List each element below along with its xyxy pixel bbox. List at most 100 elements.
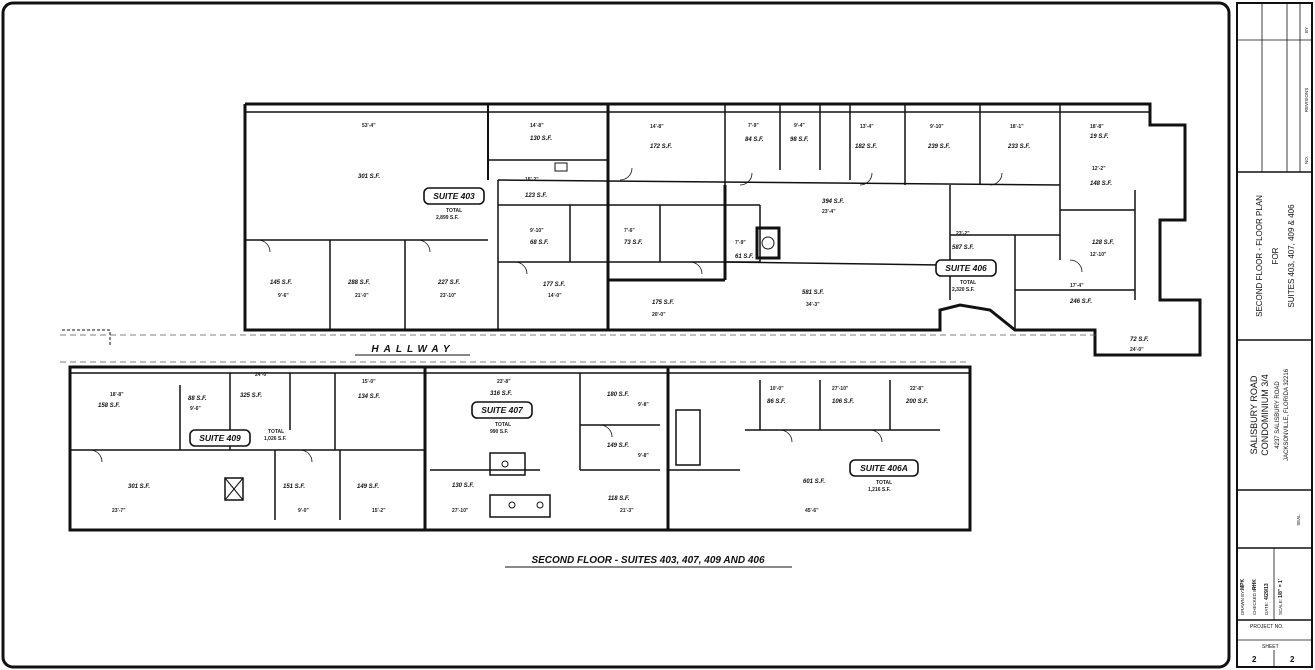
room-dimension: 15'-0" bbox=[362, 379, 376, 385]
room-dimension: 34'-3" bbox=[806, 302, 820, 308]
suite-label: TOTAL bbox=[960, 280, 976, 286]
lower-floor-plan bbox=[68, 365, 972, 532]
project-name: SALISBURY ROAD bbox=[1249, 375, 1259, 454]
room-area: 149 S.F. bbox=[607, 443, 629, 449]
room-dimension: 17'-4" bbox=[1070, 283, 1084, 289]
room-dimension: 23'-4" bbox=[822, 209, 836, 215]
plan-label: SECOND FLOOR - SUITES 403, 407, 409 AND … bbox=[531, 555, 764, 566]
room-area: 98 S.F. bbox=[790, 137, 809, 143]
suite-label: 2,320 S.F. bbox=[952, 287, 975, 293]
title-block-text: CHECKED BY: bbox=[1252, 585, 1257, 615]
room-area: 118 S.F. bbox=[608, 496, 630, 502]
suite-label: 990 S.F. bbox=[490, 429, 509, 435]
title-block-text: BY bbox=[1304, 27, 1309, 33]
title-block-text: JACKSONVILLE, FLORIDA 32216 bbox=[1284, 368, 1290, 461]
room-area: 130 S.F. bbox=[452, 483, 474, 489]
room-dimension: 9'-10" bbox=[930, 124, 944, 130]
elevator-shaft bbox=[224, 477, 244, 501]
room-dimension: 23'-7" bbox=[112, 508, 126, 514]
suite-label: SUITE 409 bbox=[199, 433, 241, 443]
room-dimension: 7'-9" bbox=[748, 123, 759, 129]
room-dimension: 12'-2" bbox=[1092, 166, 1106, 172]
title-block-text: CONDOMINIUM 3/4 bbox=[1260, 374, 1270, 456]
room-area: 172 S.F. bbox=[650, 144, 672, 150]
room-dimension: 7'-6" bbox=[624, 228, 635, 234]
room-dimension: 27'-10" bbox=[452, 508, 469, 514]
suite-label: 1,026 S.F. bbox=[264, 436, 287, 442]
room-area: 84 S.F. bbox=[745, 137, 764, 143]
suite-label: SUITES 403, 407, 409 & 406 bbox=[1287, 204, 1296, 308]
room-dimension: 22'-8" bbox=[910, 386, 924, 392]
suite-label: SUITE 406A bbox=[860, 463, 908, 473]
room-area: 177 S.F. bbox=[543, 282, 565, 288]
room-area: 86 S.F. bbox=[767, 399, 786, 405]
room-area: 316 S.F. bbox=[490, 391, 512, 397]
room-area: 394 S.F. bbox=[822, 199, 844, 205]
upper-floor-plan bbox=[243, 102, 1202, 357]
suite-label: TOTAL bbox=[876, 480, 892, 486]
room-area: 149 S.F. bbox=[357, 484, 379, 490]
room-dimension: 14'-8" bbox=[530, 123, 544, 129]
suite-label: 2,899 S.F. bbox=[436, 215, 459, 221]
room-dimension: 9'-0" bbox=[298, 508, 309, 514]
room-area: 158 S.F. bbox=[98, 403, 120, 409]
room-dimension: 18'-8" bbox=[110, 392, 124, 398]
sheet-number: 2 bbox=[1252, 655, 1257, 664]
room-area: 301 S.F. bbox=[128, 484, 150, 490]
room-dimension: 9'-6" bbox=[278, 293, 289, 299]
room-area: 581 S.F. bbox=[802, 290, 824, 296]
title-block-text: DATE: bbox=[1264, 602, 1269, 615]
room-dimension: 27'-10" bbox=[832, 386, 849, 392]
room-area: 72 S.F. bbox=[1130, 337, 1149, 343]
room-area: 601 S.F. bbox=[803, 479, 825, 485]
room-area: 123 S.F. bbox=[525, 193, 547, 199]
hallway-label: HALLWAY bbox=[371, 344, 454, 355]
plan-caption: SECOND FLOOR - SUITES 403, 407, 409 AND … bbox=[505, 555, 792, 568]
room-dimension: 21'-3" bbox=[620, 508, 634, 514]
suite-label: 1,216 S.F. bbox=[868, 487, 891, 493]
room-area: 151 S.F. bbox=[283, 484, 305, 490]
sheet-of: 2 bbox=[1290, 655, 1295, 664]
room-area: 288 S.F. bbox=[347, 280, 370, 286]
room-area: 233 S.F. bbox=[1007, 144, 1030, 150]
room-dim: 53'-4" bbox=[362, 123, 376, 129]
room-dimension: 14'-0" bbox=[548, 293, 562, 299]
title-block-text: SCALE: bbox=[1278, 599, 1283, 615]
title-block-text: 4/29/13 bbox=[1264, 583, 1270, 600]
room-area: 325 S.F. bbox=[240, 393, 262, 399]
room-area: 200 S.F. bbox=[905, 399, 928, 405]
suite-406-tag: SUITE 406 TOTAL 2,320 S.F. bbox=[935, 259, 997, 293]
room-area: 587 S.F. bbox=[952, 245, 974, 251]
suite-406a-tag: SUITE 406A TOTAL 1,216 S.F. bbox=[849, 459, 919, 493]
room-area: 227 S.F. bbox=[437, 280, 460, 286]
room-labels: 53'-4" 301 S.F. 14'-8" 130 S.F. 15'-2" 1… bbox=[98, 123, 1149, 514]
suite-label: SUITE 406 bbox=[945, 263, 987, 273]
suite-label: TOTAL bbox=[495, 422, 511, 428]
room-dimension: 15'-2" bbox=[372, 508, 386, 514]
title-block-text: NO. bbox=[1304, 156, 1309, 164]
project-number-label: PROJECT NO. bbox=[1250, 624, 1284, 630]
room-area: 175 S.F. bbox=[652, 300, 674, 306]
sheet-label: SHEET bbox=[1262, 644, 1279, 650]
suite-label: SUITE 403 bbox=[433, 191, 475, 201]
room-dimension: 24'-0" bbox=[255, 372, 269, 378]
room-area: 239 S.F. bbox=[927, 144, 950, 150]
room-dimension: 23'-2" bbox=[956, 231, 970, 237]
title-block-text: REVISIONS bbox=[1304, 88, 1309, 113]
suite-403-tag: SUITE 403 TOTAL 2,899 S.F. bbox=[423, 187, 485, 221]
room-dimension: 9'-4" bbox=[794, 123, 805, 129]
title-block-text: 4237 SALISBURY ROAD bbox=[1275, 381, 1281, 449]
room-area: 68 S.F. bbox=[530, 240, 549, 246]
room-dimension: 13'-4" bbox=[860, 124, 874, 130]
room-area: 180 S.F. bbox=[607, 392, 629, 398]
suite-label: SUITE 407 bbox=[481, 405, 524, 415]
room-dimension: 9'-8" bbox=[638, 453, 649, 459]
room-area: 106 S.F. bbox=[832, 399, 854, 405]
room-dimension: 10'-0" bbox=[770, 386, 784, 392]
room-area: 301 S.F. bbox=[358, 174, 380, 180]
title-block-text: FOR bbox=[1271, 247, 1280, 264]
title-block-text: SEAL bbox=[1296, 514, 1301, 526]
title-block-text: DRAWN BY: bbox=[1240, 590, 1245, 615]
room-dimension: 14'-8" bbox=[650, 124, 664, 130]
suite-407-tag: SUITE 407 TOTAL 990 S.F. bbox=[471, 401, 533, 435]
